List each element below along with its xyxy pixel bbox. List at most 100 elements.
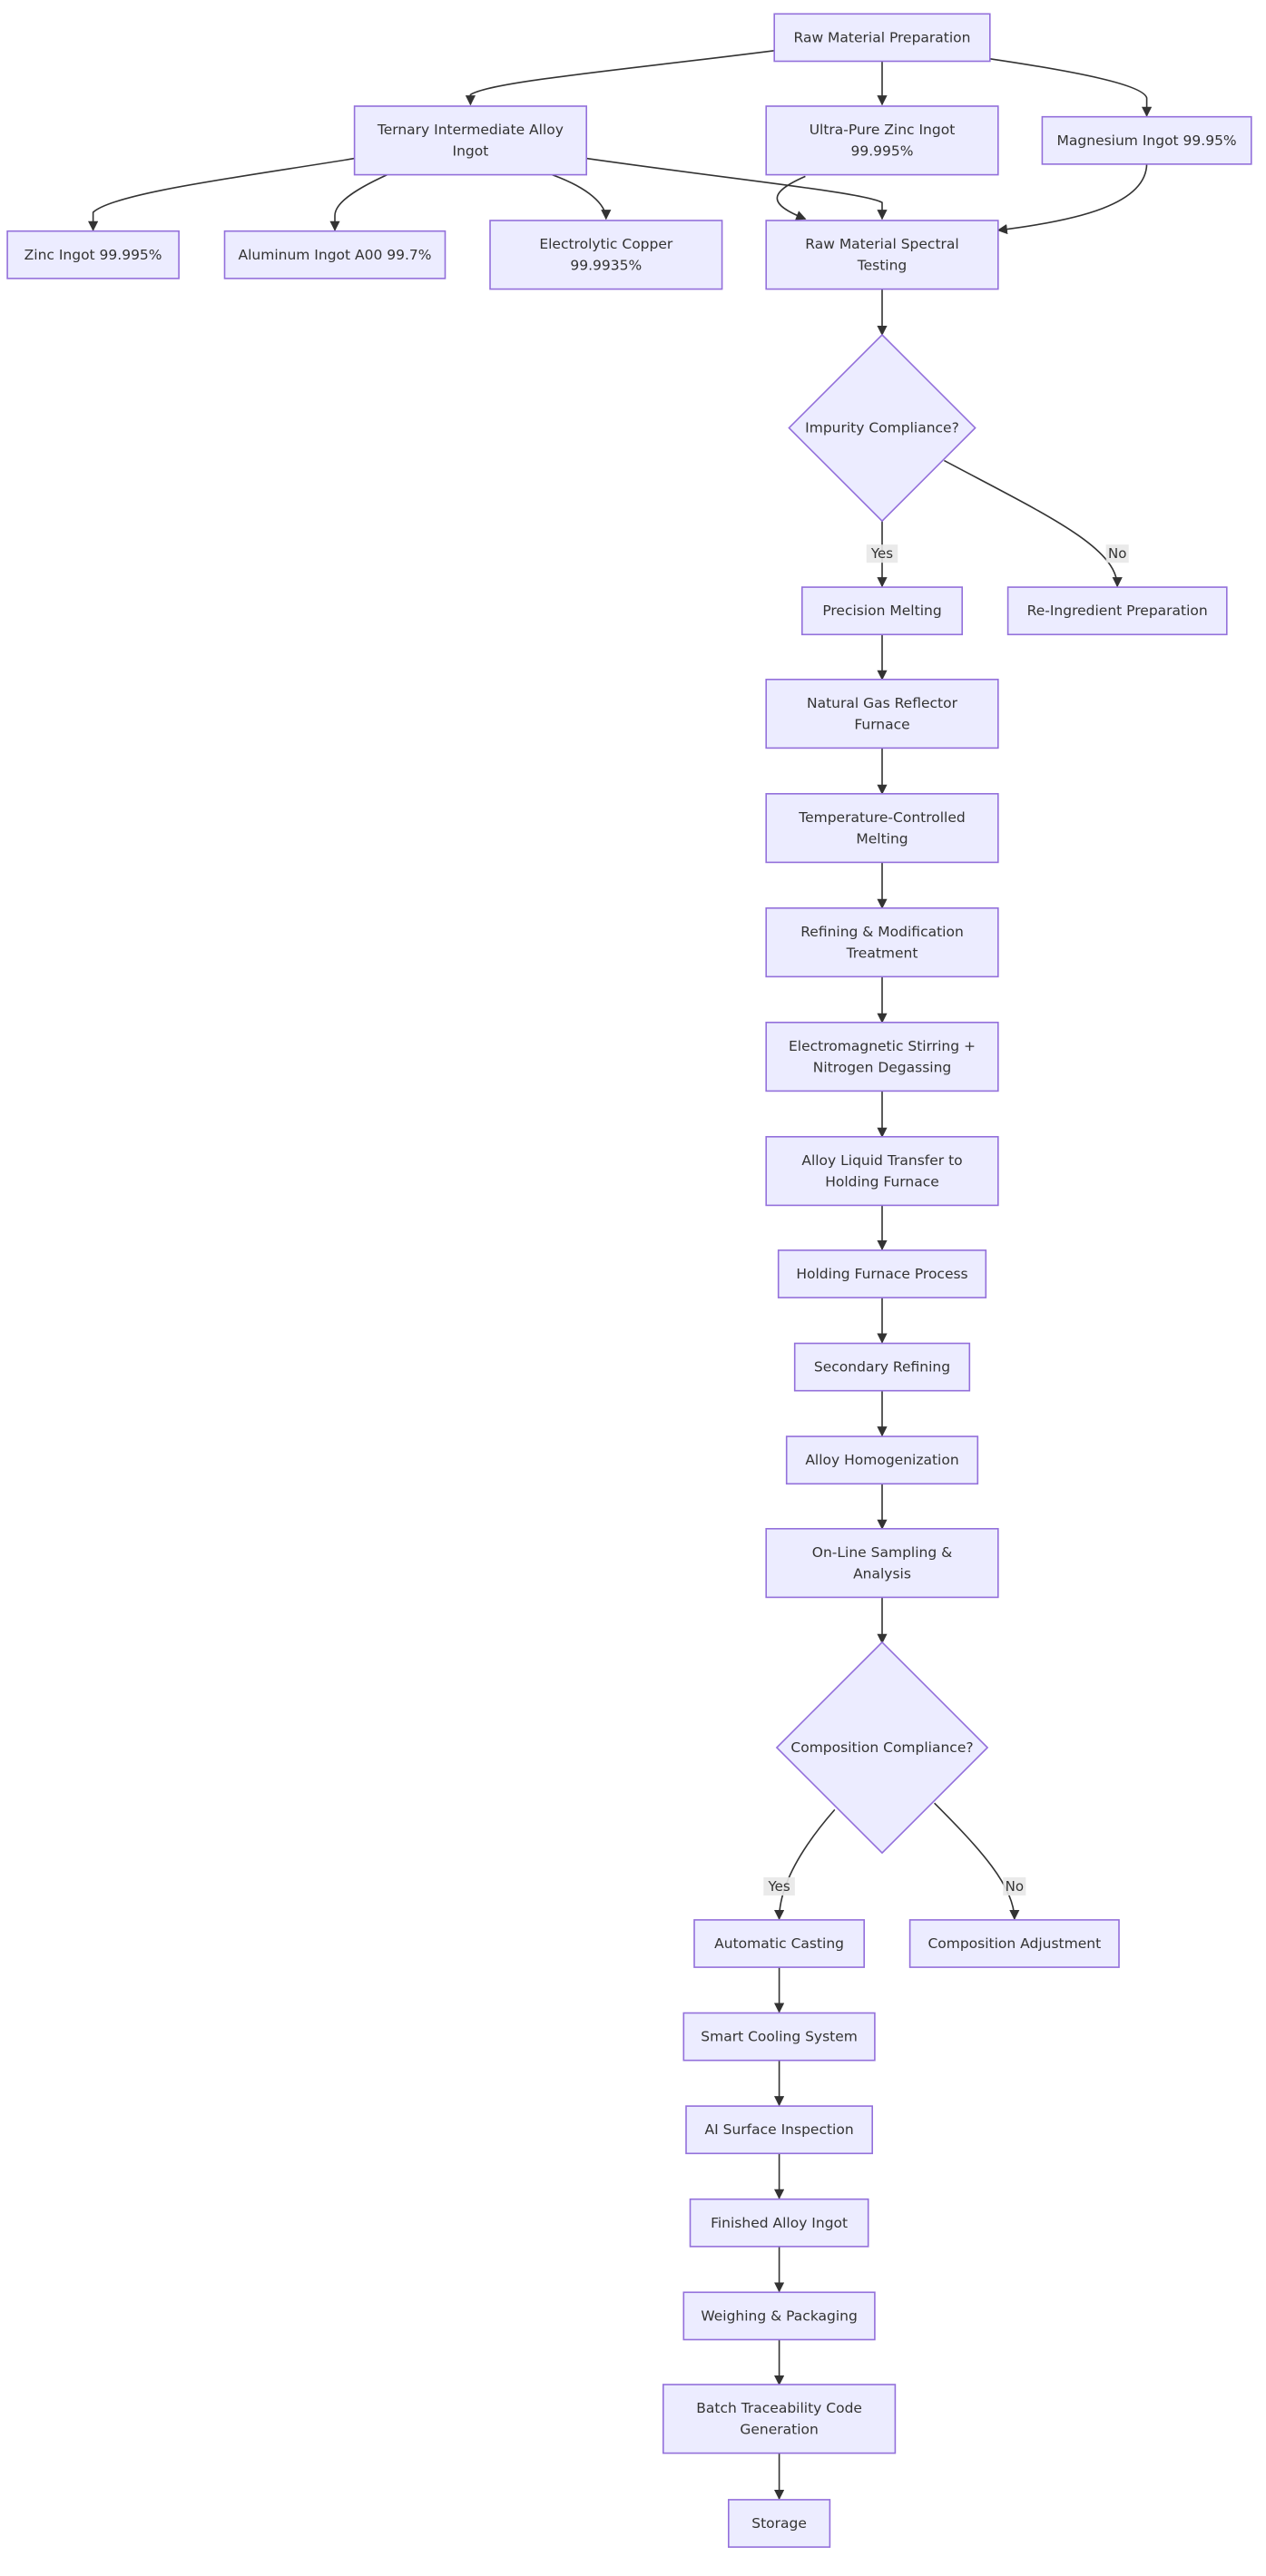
- node-homogen: Alloy Homogenization: [785, 1435, 979, 1485]
- process-box: [777, 1249, 987, 1298]
- node-label: On-Line Sampling &: [812, 1544, 952, 1561]
- node-adjust: Composition Adjustment: [908, 1919, 1120, 1968]
- node-holding: Holding Furnace Process: [777, 1249, 987, 1298]
- node-label: Impurity Compliance?: [805, 420, 959, 436]
- node-label: Precision Melting: [822, 602, 941, 619]
- node-label: Automatic Casting: [714, 1935, 844, 1952]
- decision-shape: [775, 1641, 989, 1855]
- node-reingredient: Re-Ingredient Preparation: [1006, 586, 1228, 636]
- process-box: [1041, 115, 1252, 165]
- edge-composition-to-adjust: [934, 1802, 1020, 1921]
- node-inspection: AI Surface Inspection: [685, 2105, 873, 2155]
- edge-ternary-to-zinc: [87, 157, 355, 231]
- process-box: [682, 2291, 876, 2341]
- node-label: Aluminum Ingot A00 99.7%: [238, 247, 431, 263]
- process-box: [800, 586, 963, 636]
- node-composition: Composition Compliance?: [775, 1641, 989, 1855]
- edge-ternary-to-aluminum: [329, 173, 388, 231]
- edge-label-background: [866, 544, 898, 563]
- edge-label-background: [1003, 1877, 1026, 1895]
- edge-label-composition-yes: Yes: [763, 1877, 795, 1895]
- node-label: Re-Ingredient Preparation: [1027, 602, 1208, 619]
- edge-impurity-to-reingredient: [944, 459, 1123, 588]
- node-label: Magnesium Ingot 99.95%: [1057, 132, 1237, 149]
- process-box: [682, 2012, 876, 2062]
- node-label: Holding Furnace Process: [796, 1266, 967, 1282]
- process-box: [765, 1136, 999, 1207]
- edge-ultrazinc-to-spectral: [776, 175, 807, 220]
- edge-label-background: [763, 1877, 795, 1895]
- node-cooling: Smart Cooling System: [682, 2012, 876, 2062]
- node-stirring: Electromagnetic Stirring +Nitrogen Degas…: [765, 1022, 999, 1092]
- edge-label-text: No: [1108, 545, 1126, 562]
- decision-shape: [788, 333, 976, 523]
- process-box: [489, 220, 723, 290]
- process-box: [353, 105, 588, 176]
- node-copper: Electrolytic Copper 99.9935%: [489, 220, 723, 290]
- node-label: Generation: [740, 2422, 818, 2438]
- node-zinc: Zinc Ingot 99.995%: [6, 230, 180, 279]
- node-label: 99.9935%: [570, 258, 642, 274]
- node-label: Zinc Ingot 99.995%: [25, 247, 162, 263]
- process-box: [223, 230, 447, 279]
- node-sampling: On-Line Sampling & Analysis: [765, 1528, 999, 1599]
- node-precision: Precision Melting: [800, 586, 963, 636]
- node-label: Alloy Homogenization: [805, 1452, 958, 1468]
- edge-label-text: Yes: [870, 545, 893, 562]
- node-label: Storage: [751, 2515, 807, 2532]
- process-box: [773, 13, 991, 63]
- node-label: Finished Alloy Ingot: [711, 2215, 848, 2231]
- process-box: [689, 2198, 869, 2248]
- node-label: Secondary Refining: [814, 1359, 950, 1376]
- node-label: AI Surface Inspection: [705, 2121, 854, 2138]
- node-label: Electrolytic Copper: [539, 236, 673, 252]
- node-label: Testing: [857, 258, 908, 274]
- node-storage: Storage: [727, 2499, 831, 2548]
- process-box: [793, 1342, 971, 1392]
- node-label: Composition Compliance?: [790, 1739, 973, 1756]
- node-secondary: Secondary Refining: [793, 1342, 971, 1392]
- node-label: Composition Adjustment: [927, 1935, 1101, 1952]
- node-label: Weighing & Packaging: [701, 2307, 858, 2324]
- edge-label-impurity-yes: Yes: [866, 544, 898, 563]
- node-label: Analysis: [853, 1565, 911, 1582]
- edges-layer: [87, 50, 1153, 2501]
- edge-raw-to-magnesium: [989, 58, 1153, 117]
- node-weighing: Weighing & Packaging: [682, 2291, 876, 2341]
- node-label: Holding Furnace: [825, 1173, 939, 1190]
- node-label: Smart Cooling System: [701, 2029, 858, 2045]
- node-label: Raw Material Spectral: [805, 236, 958, 252]
- edge-raw-to-ternary: [465, 50, 775, 106]
- edge-composition-to-casting: [774, 1808, 836, 1921]
- node-label: 99.995%: [851, 143, 914, 160]
- process-box: [765, 1022, 999, 1092]
- edge-magnesium-to-spectral: [996, 162, 1148, 235]
- node-label: Alloy Liquid Transfer to: [801, 1152, 962, 1169]
- node-aluminum: Aluminum Ingot A00 99.7%: [223, 230, 447, 279]
- node-casting: Automatic Casting: [693, 1919, 865, 1968]
- node-label: Melting: [856, 830, 908, 847]
- node-transfer: Alloy Liquid Transfer to Holding Furnace: [765, 1136, 999, 1207]
- node-label: Electromagnetic Stirring +: [789, 1038, 976, 1054]
- node-label: Temperature-Controlled: [798, 809, 966, 826]
- edge-label-text: No: [1006, 1878, 1024, 1895]
- process-box: [765, 105, 999, 176]
- process-box: [765, 1528, 999, 1599]
- edge-label-background: [1105, 544, 1129, 563]
- process-box: [685, 2105, 873, 2155]
- process-box: [727, 2499, 831, 2548]
- process-box: [765, 792, 999, 864]
- edge-ternary-to-spectral: [586, 157, 888, 220]
- edge-label-impurity-no: No: [1105, 544, 1129, 563]
- node-label: Refining & Modification: [800, 924, 964, 940]
- process-box: [662, 2384, 897, 2454]
